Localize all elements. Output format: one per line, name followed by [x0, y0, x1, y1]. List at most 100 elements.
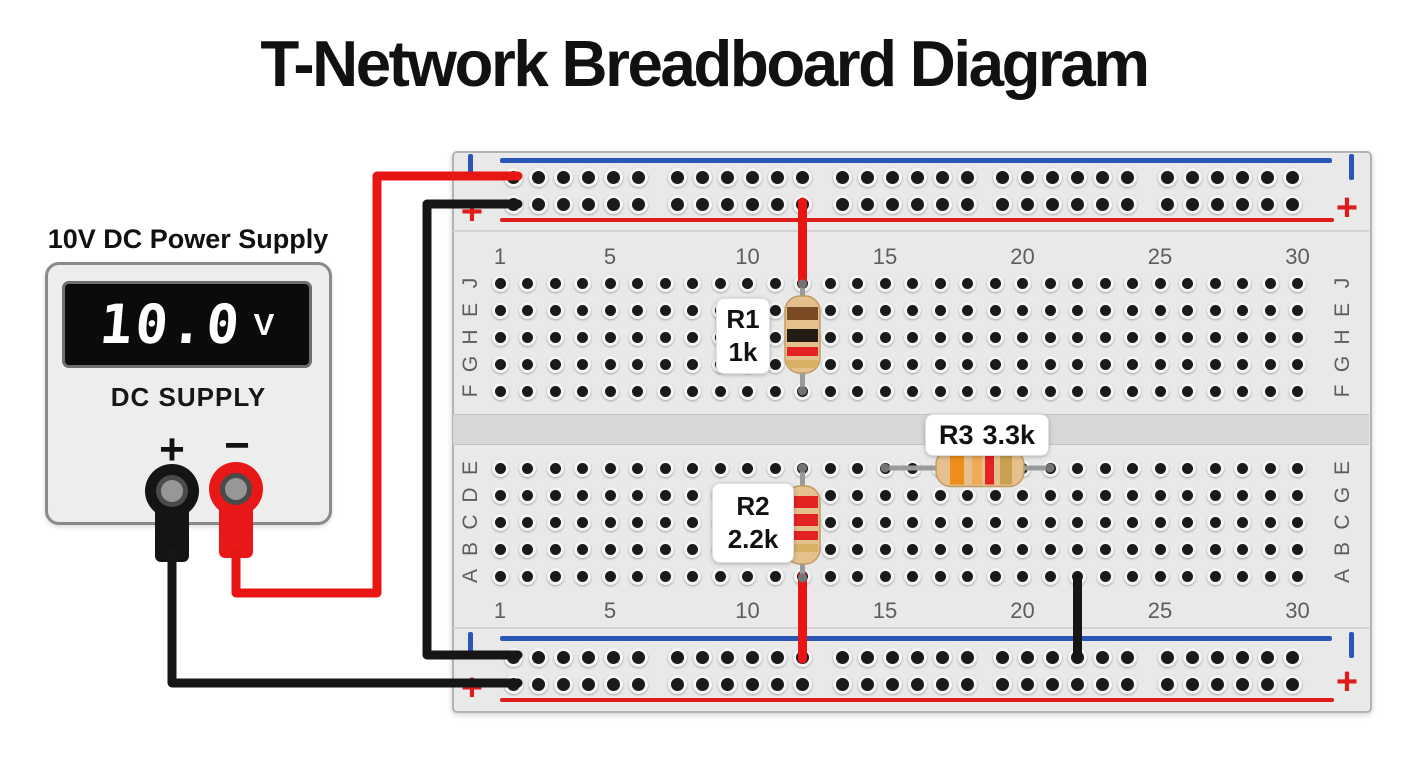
rail-hole: [1257, 647, 1277, 667]
top-rail-blue-line: [500, 158, 1332, 163]
breadboard-hole: [1179, 355, 1196, 373]
breadboard-hole: [629, 355, 646, 373]
rail-hole: [693, 167, 712, 187]
rail-hole: [628, 674, 648, 694]
breadboard-hole: [904, 382, 921, 400]
breadboard-hole: [1151, 459, 1169, 477]
breadboard-hole: [1096, 540, 1114, 558]
breadboard-hole: [656, 567, 674, 585]
breadboard-hole: [794, 513, 811, 531]
breadboard-hole: [519, 355, 536, 373]
breadboard-hole: [794, 301, 811, 319]
rail-hole: [1018, 194, 1037, 214]
column-number: 10: [735, 598, 760, 623]
rail-hole: [1118, 674, 1137, 694]
rail-hole: [603, 167, 623, 187]
breadboard-hole: [574, 486, 591, 504]
rail-hole: [957, 167, 977, 187]
rail-hole: [628, 194, 648, 214]
breadboard-hole: [931, 513, 949, 531]
breadboard-hole: [1289, 567, 1306, 585]
breadboard-hole: [629, 301, 646, 319]
breadboard-hole: [656, 486, 674, 504]
breadboard-hole: [1069, 459, 1086, 477]
rail-hole: [503, 674, 523, 694]
rail-hole: [932, 647, 952, 667]
breadboard-hole: [1289, 382, 1306, 400]
breadboard-hole: [959, 382, 976, 400]
breadboard-hole: [1179, 513, 1196, 531]
column-number: 25: [1147, 598, 1173, 623]
breadboard-hole: [1206, 301, 1224, 319]
rail-hole: [1093, 674, 1112, 694]
breadboard-hole: [849, 328, 866, 346]
rail-positive-marker: +: [1335, 187, 1359, 229]
breadboard-hole: [959, 513, 976, 531]
breadboard-hole: [959, 328, 976, 346]
breadboard-hole: [519, 274, 536, 292]
breadboard-hole: [1014, 355, 1031, 373]
row-label: A: [459, 569, 482, 584]
breadboard-hole: [601, 301, 619, 319]
breadboard-hole: [1234, 513, 1251, 531]
breadboard-hole: [959, 355, 976, 373]
breadboard-hole: [711, 459, 729, 477]
rail-hole: [718, 167, 737, 187]
rail-hole: [693, 194, 712, 214]
breadboard-hole: [986, 486, 1004, 504]
breadboard-hole: [656, 274, 674, 292]
rail-hole: [693, 647, 712, 667]
breadboard-hole: [739, 567, 756, 585]
column-number: 20: [1010, 244, 1035, 269]
rail-negative-marker: [1349, 154, 1354, 180]
rail-hole: [628, 647, 648, 667]
breadboard-hole: [904, 355, 921, 373]
breadboard-hole: [1206, 540, 1224, 558]
breadboard-hole: [959, 301, 976, 319]
breadboard-hole: [1261, 382, 1279, 400]
column-number: 25: [1147, 244, 1173, 269]
breadboard-hole: [1179, 274, 1196, 292]
breadboard-hole: [1206, 459, 1224, 477]
r1-value: 1k: [728, 337, 758, 367]
red-terminal-stem: [219, 510, 253, 558]
breadboard-hole: [876, 274, 894, 292]
breadboard-hole: [1041, 382, 1059, 400]
rail-hole: [1232, 167, 1252, 187]
breadboard-hole: [766, 567, 784, 585]
breadboard-hole: [1289, 328, 1306, 346]
breadboard-hole: [574, 274, 591, 292]
breadboard-hole: [1234, 486, 1251, 504]
rail-hole: [907, 647, 927, 667]
breadboard-hole: [1124, 355, 1141, 373]
power-supply-label: 10V DC Power Supply: [47, 224, 329, 254]
breadboard-hole: [931, 486, 949, 504]
rail-hole: [1093, 167, 1112, 187]
breadboard-hole: [684, 355, 701, 373]
rail-hole: [718, 674, 737, 694]
rail-hole: [1232, 674, 1252, 694]
rail-hole: [907, 167, 927, 187]
row-label: G: [459, 355, 482, 373]
rail-hole: [1018, 674, 1037, 694]
breadboard-hole: [876, 355, 894, 373]
breadboard-hole: [1234, 567, 1251, 585]
breadboard-hole: [1234, 355, 1251, 373]
rail-hole: [1282, 647, 1302, 667]
breadboard-hole: [1151, 382, 1169, 400]
breadboard-hole: [1014, 301, 1031, 319]
breadboard-hole: [986, 382, 1004, 400]
breadboard-hole: [904, 513, 921, 531]
breadboard-hole: [821, 540, 839, 558]
breadboard-hole: [1124, 328, 1141, 346]
breadboard-hole: [1234, 328, 1251, 346]
row-label: C: [1331, 514, 1354, 530]
rail-hole: [993, 194, 1012, 214]
breadboard-hole: [821, 382, 839, 400]
column-number: 10: [735, 244, 760, 269]
breadboard-hole: [794, 459, 811, 477]
breadboard-hole: [1041, 355, 1059, 373]
breadboard-hole: [1179, 382, 1196, 400]
breadboard-hole: [986, 513, 1004, 531]
breadboard-hole: [1206, 355, 1224, 373]
